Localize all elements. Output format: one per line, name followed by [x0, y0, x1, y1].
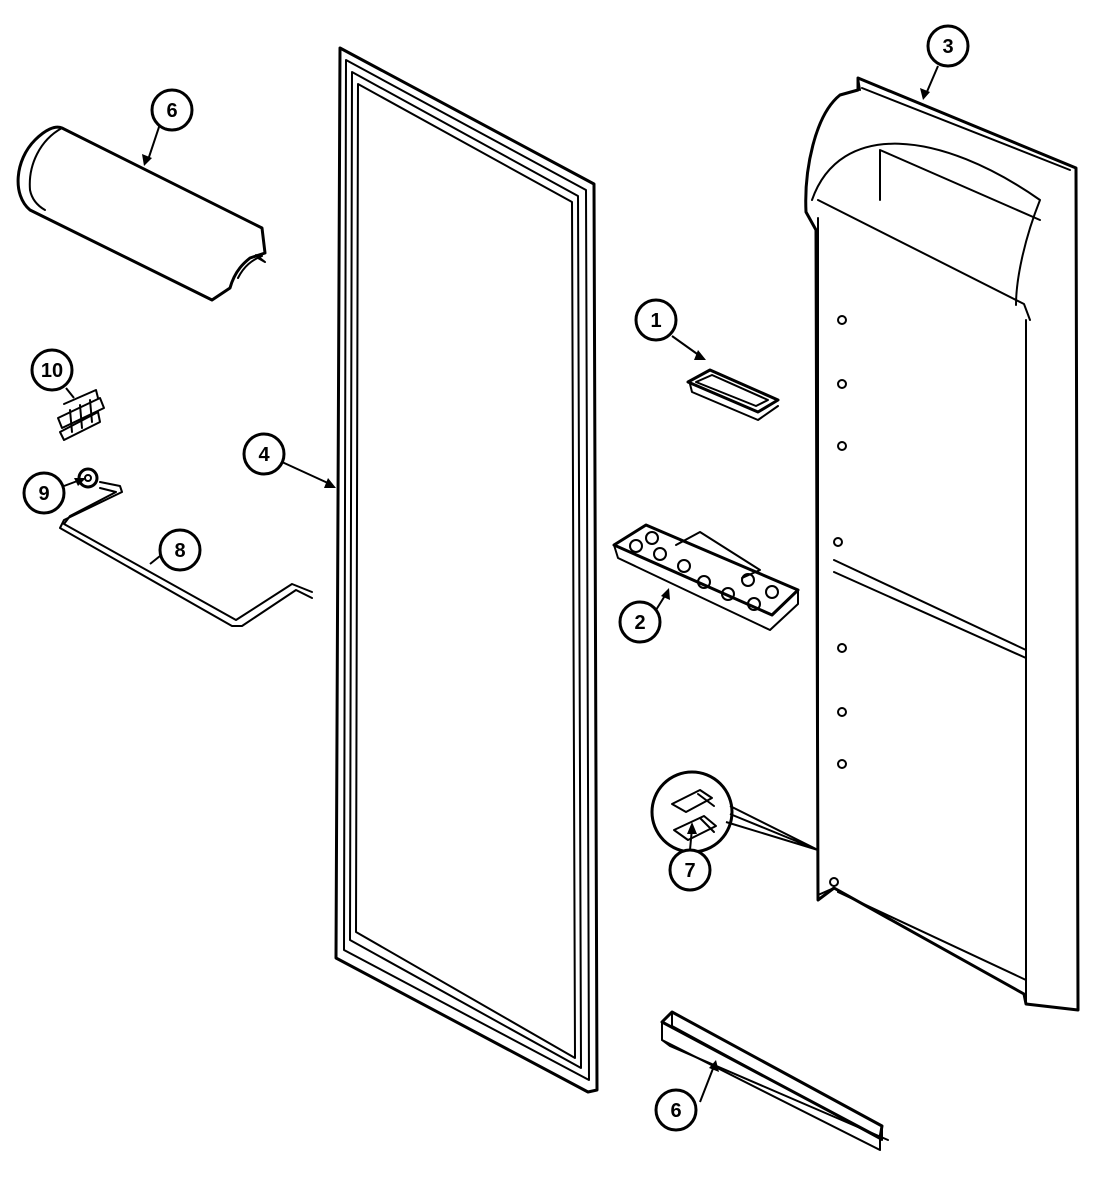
callout-label-3: 3	[942, 36, 953, 58]
callout-4: 4	[242, 432, 286, 476]
callout-label-4: 4	[258, 444, 270, 466]
callout-label-10: 10	[41, 360, 63, 382]
callout-label-1: 1	[650, 310, 661, 332]
leader-lines	[63, 65, 939, 1103]
callout-10: 10	[30, 348, 74, 392]
callout-label-2: 2	[634, 612, 645, 634]
callout-5: 6	[150, 88, 194, 132]
callout-label-7: 7	[684, 860, 695, 882]
callout-2: 2	[618, 600, 662, 644]
callout-1: 1	[634, 298, 678, 342]
part-1-tray	[686, 368, 780, 421]
part-2-egg-tray	[612, 523, 800, 631]
callout-8: 8	[158, 528, 202, 572]
callout-label-6: 6	[670, 1100, 681, 1122]
part-5-cover	[16, 125, 267, 302]
callout-9: 9	[22, 471, 66, 515]
part-3-door-liner	[804, 76, 1080, 1012]
part-6-rail	[660, 1010, 889, 1151]
callout-label-9: 9	[38, 483, 49, 505]
callout-3: 3	[926, 24, 970, 68]
part-10-clips	[57, 389, 105, 441]
callout-label-5: 6	[166, 100, 177, 122]
part-7-clip-detail	[650, 770, 819, 854]
part-8-rod	[59, 481, 313, 627]
callout-label-8: 8	[174, 540, 185, 562]
callout-7: 7	[668, 848, 712, 892]
part-4-gasket	[334, 46, 599, 1094]
callout-6: 6	[654, 1088, 698, 1132]
